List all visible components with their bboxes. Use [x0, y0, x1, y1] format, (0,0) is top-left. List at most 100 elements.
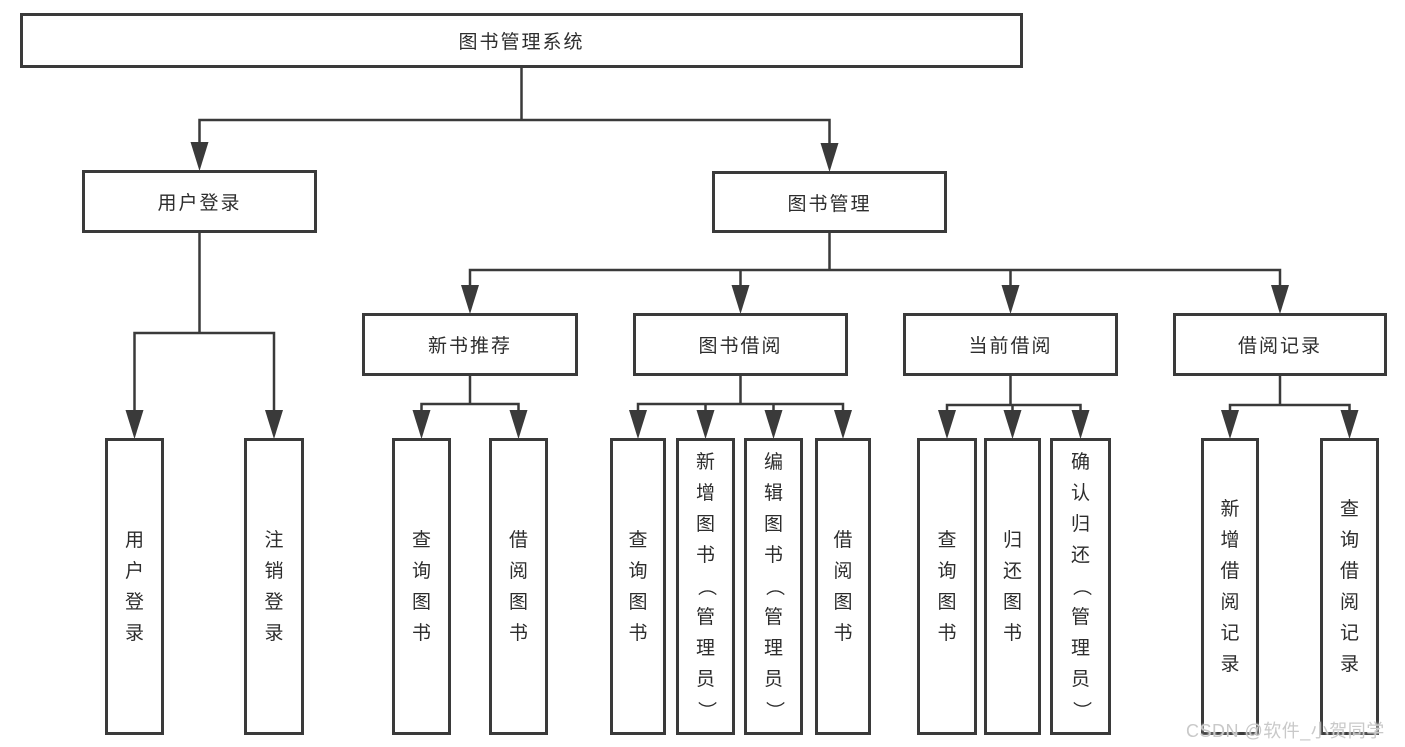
vertical-char: 图 — [763, 514, 783, 535]
vertical-char: 阅 — [1220, 591, 1240, 613]
arrowhead-icon — [938, 410, 956, 439]
vertical-char: 书 — [695, 545, 715, 566]
vertical-char: 书 — [763, 545, 783, 566]
vertical-char: 查 — [628, 529, 648, 551]
connector-path-borrow — [636, 376, 845, 413]
diagram-node-current: 当前借阅 — [903, 313, 1118, 376]
vertical-char: 阅 — [833, 560, 853, 582]
vertical-char: 图 — [1002, 591, 1022, 613]
watermark: CSDN @软件_小贺同学 — [1186, 721, 1385, 741]
diagram-node-records: 借阅记录 — [1173, 313, 1387, 376]
node-label: 用户登录 — [124, 525, 146, 649]
arrowhead-icon — [1340, 410, 1359, 439]
vertical-char: 辑 — [763, 483, 783, 504]
vertical-char: 增 — [1220, 529, 1240, 551]
vertical-char: 编 — [763, 452, 783, 473]
node-label: 确认归还（管理员） — [1070, 447, 1092, 726]
vertical-char: （ — [763, 576, 784, 596]
vertical-char: 注 — [264, 529, 284, 551]
connector-path-root — [198, 68, 831, 146]
connector-path-mgmt — [468, 233, 1282, 288]
vertical-char: 确 — [1070, 452, 1090, 473]
vertical-char: 询 — [937, 560, 957, 582]
vertical-char: 书 — [833, 622, 853, 644]
node-label: 查询图书 — [411, 525, 433, 649]
vertical-char: 归 — [1002, 529, 1022, 551]
vertical-char: 图 — [695, 514, 715, 535]
diagram-node-rec: 新书推荐 — [362, 313, 578, 376]
diagram-node-rcd2: 查询借阅记录 — [1320, 438, 1379, 735]
vertical-char: （ — [695, 576, 716, 596]
connector-path-records — [1228, 376, 1351, 413]
vertical-char: 图 — [937, 591, 957, 613]
diagram-node-borrow: 图书借阅 — [633, 313, 848, 376]
vertical-char: 询 — [411, 560, 431, 582]
connector-path-current — [945, 376, 1082, 413]
node-label: 注销登录 — [263, 525, 285, 649]
vertical-char: 书 — [628, 622, 648, 644]
vertical-char: 还 — [1002, 560, 1022, 582]
vertical-char: ） — [1070, 700, 1091, 720]
arrowhead-icon — [1001, 285, 1020, 314]
vertical-char: 借 — [1339, 560, 1359, 582]
vertical-char: 归 — [1070, 514, 1090, 535]
arrowhead-icon — [412, 410, 431, 439]
vertical-char: 员 — [763, 669, 783, 690]
vertical-char: 书 — [411, 622, 431, 644]
node-label: 新书推荐 — [427, 336, 512, 357]
vertical-char: 记 — [1220, 622, 1240, 644]
vertical-char: 录 — [264, 622, 284, 644]
diagram-node-rcd1: 新增借阅记录 — [1201, 438, 1259, 735]
vertical-char: 管 — [695, 607, 715, 628]
node-label: 借阅图书 — [832, 525, 854, 649]
arrowhead-icon — [834, 410, 852, 439]
vertical-char: 用 — [124, 529, 144, 551]
arrowhead-icon — [629, 410, 647, 439]
node-label: 图书管理系统 — [458, 32, 585, 53]
node-label: 编辑图书（管理员） — [763, 447, 785, 726]
arrowhead-icon — [265, 410, 283, 439]
arrowhead-icon — [820, 143, 839, 172]
connector-path-login — [133, 233, 276, 413]
diagram-node-cur1: 查询图书 — [917, 438, 977, 735]
vertical-char: 管 — [763, 607, 783, 628]
vertical-char: 图 — [833, 591, 853, 613]
arrowhead-icon — [509, 410, 528, 439]
vertical-char: 录 — [1220, 653, 1240, 675]
vertical-char: 录 — [124, 622, 144, 644]
connector-path-rec — [420, 376, 520, 413]
vertical-char: 户 — [124, 560, 144, 582]
vertical-char: 理 — [1070, 638, 1090, 659]
vertical-char: 查 — [1339, 498, 1359, 520]
diagram-node-root: 图书管理系统 — [20, 13, 1023, 68]
diagram-node-bor1: 查询图书 — [610, 438, 666, 735]
vertical-char: 新 — [695, 452, 715, 473]
vertical-char: 认 — [1070, 483, 1090, 504]
diagram-node-rec1: 查询图书 — [392, 438, 451, 735]
vertical-char: 阅 — [1339, 591, 1359, 613]
vertical-char: ） — [763, 700, 784, 720]
node-label: 图书借阅 — [698, 336, 783, 357]
node-label: 查询图书 — [936, 525, 958, 649]
vertical-char: 书 — [1002, 622, 1022, 644]
vertical-char: 登 — [124, 591, 144, 613]
node-label: 借阅图书 — [508, 525, 530, 649]
vertical-char: 管 — [1070, 607, 1090, 628]
vertical-char: 新 — [1220, 498, 1240, 520]
vertical-char: 理 — [695, 638, 715, 659]
arrowhead-icon — [1221, 410, 1239, 439]
vertical-char: 增 — [695, 483, 715, 504]
vertical-char: 登 — [264, 591, 284, 613]
vertical-char: 询 — [1339, 529, 1359, 551]
vertical-char: 图 — [508, 591, 528, 613]
node-label: 归还图书 — [1002, 525, 1024, 649]
vertical-char: ） — [695, 700, 716, 720]
vertical-char: 书 — [937, 622, 957, 644]
vertical-char: 记 — [1339, 622, 1359, 644]
node-label: 新增图书 （ 管理员 ） — [695, 447, 717, 726]
vertical-char: 员 — [695, 669, 715, 690]
vertical-char: 图 — [628, 591, 648, 613]
node-label: 查询图书 — [627, 525, 649, 649]
